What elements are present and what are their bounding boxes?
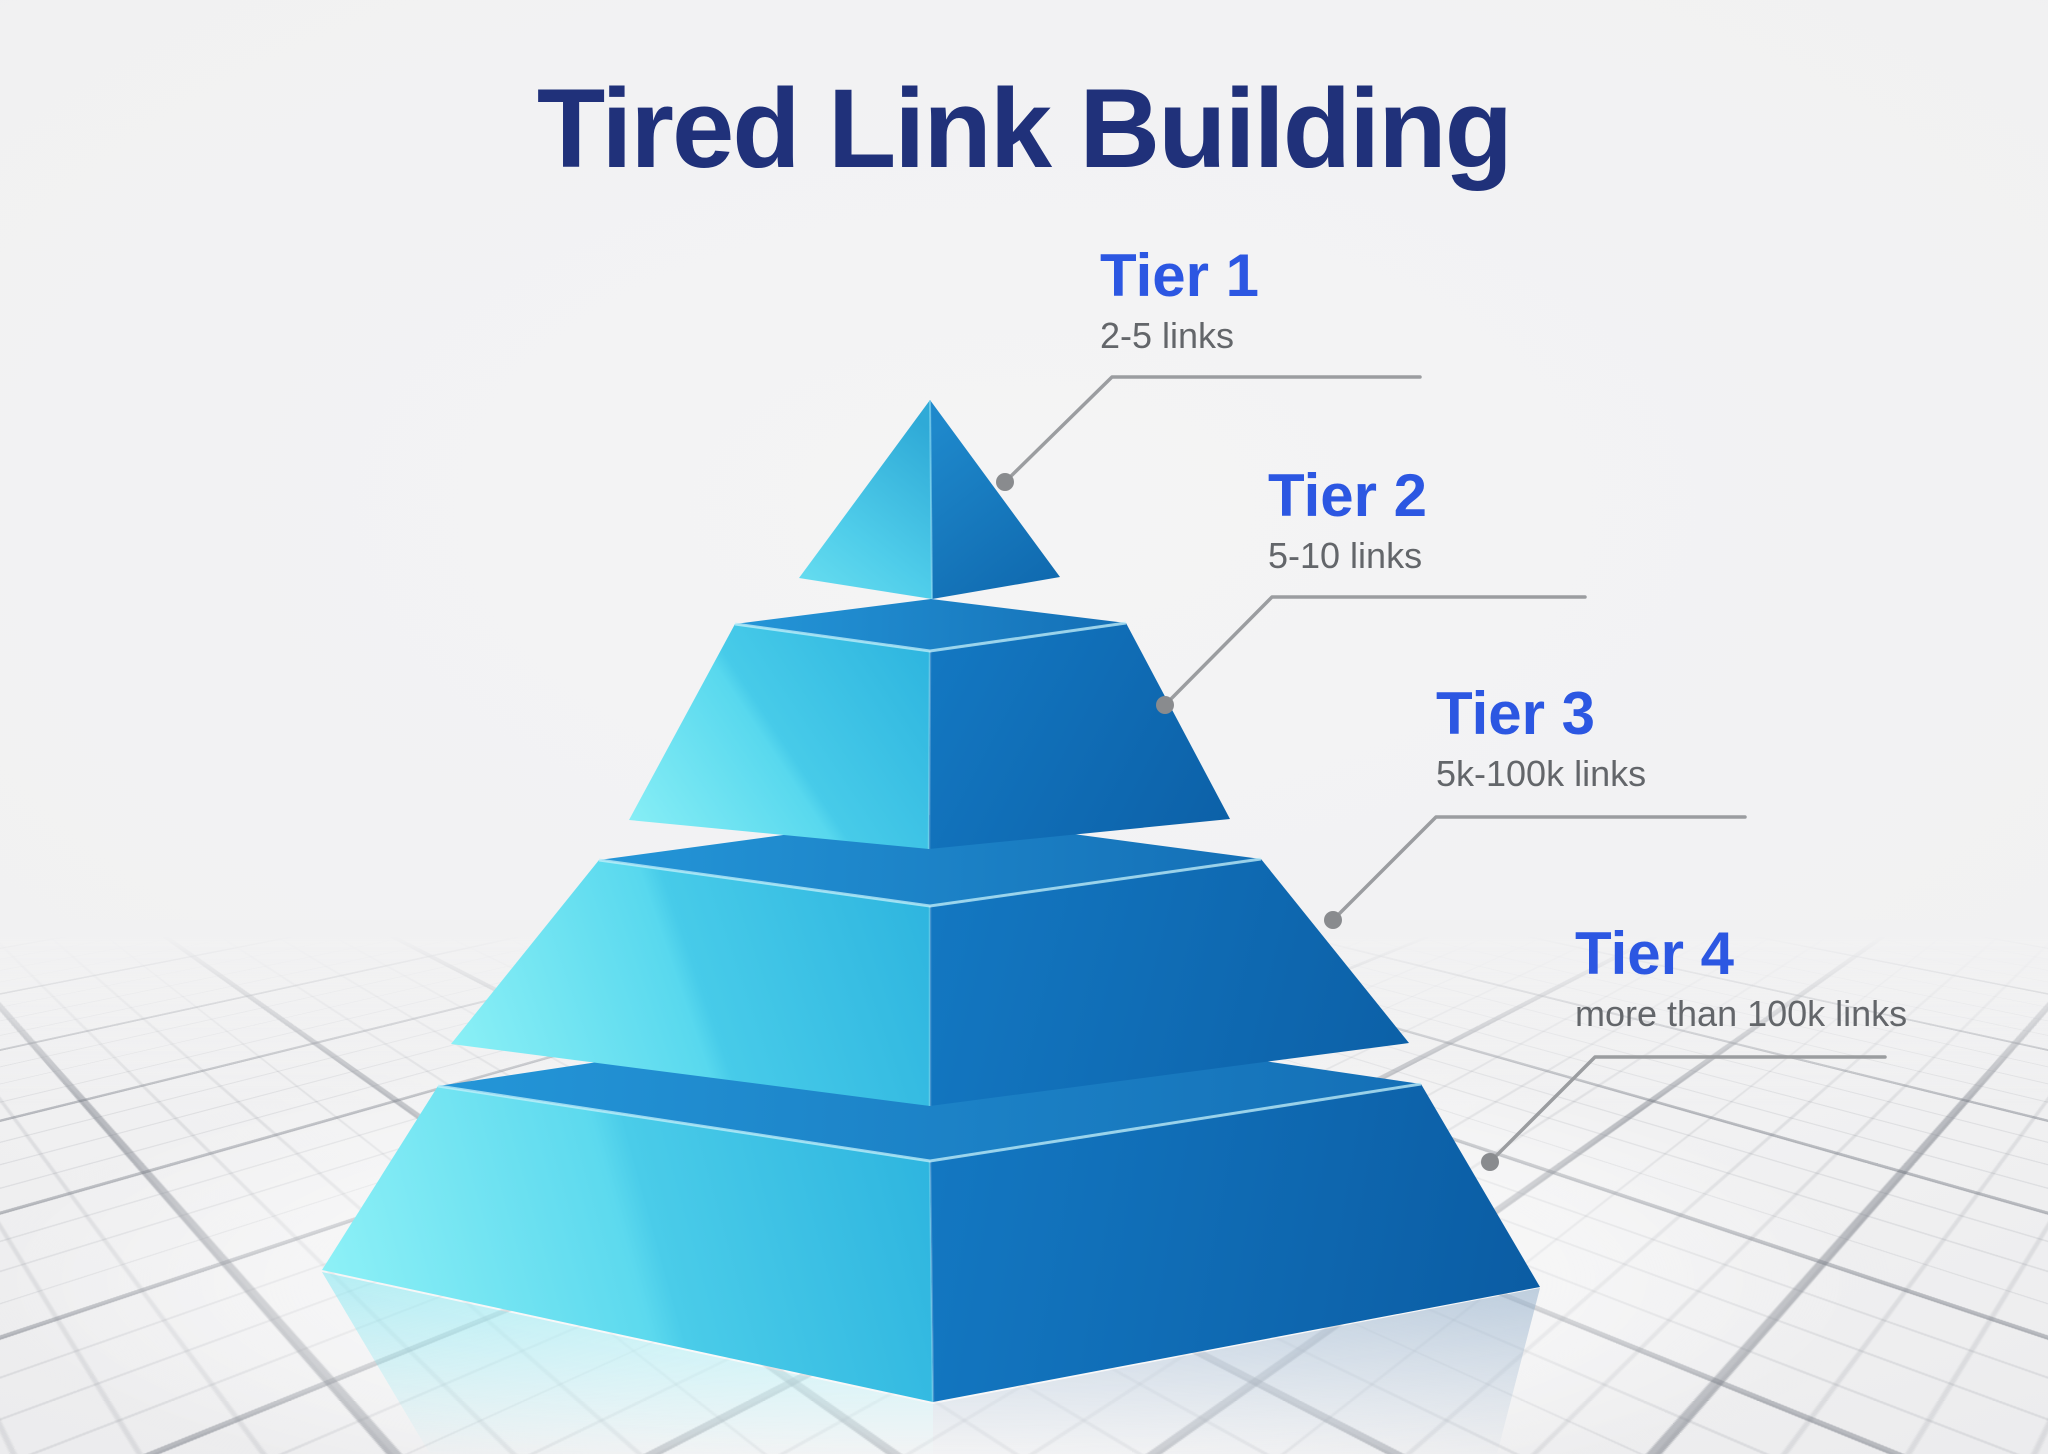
pyramid-reflection-right (933, 1288, 1540, 1454)
tier-2-links: 5-10 links (1268, 535, 1423, 576)
tier-3-connector-line (1331, 815, 1747, 922)
tier-2-shape (629, 599, 1230, 850)
tier-3-left-face (451, 860, 930, 1106)
tier-4-connector (1481, 1055, 1887, 1171)
tier-4-connector-dot (1481, 1153, 1499, 1171)
tier-4-left-face (322, 1086, 933, 1402)
tier-2-left-face (629, 624, 930, 849)
tier-4-label-group: Tier 4 more than 100k links (1575, 921, 1907, 1035)
tier-1-left-face (799, 400, 932, 599)
tier-3-links: 5k-100k links (1436, 753, 1647, 794)
tier-1-right-face (930, 400, 1060, 599)
tier-4-shape (322, 1012, 1540, 1403)
tier-3-label-group: Tier 3 5k-100k links (1436, 681, 1646, 795)
tier-2-name: Tier 2 (1268, 462, 1427, 529)
tier-2-label-group: Tier 2 5-10 links (1268, 463, 1427, 577)
tier-1-name: Tier 1 (1100, 242, 1259, 309)
tier-1-connector (996, 375, 1422, 491)
page-title: Tired Link Building (536, 66, 1513, 191)
tier-2-connector-dot (1156, 696, 1174, 714)
tier-1-shape (799, 399, 1060, 600)
tier-4-connector-line (1488, 1055, 1887, 1164)
pyramid-reflection-left (322, 1272, 933, 1454)
tier-3-connector (1324, 815, 1747, 929)
tier-4-name: Tier 4 (1575, 920, 1734, 987)
tier-3-top-face (599, 815, 1261, 906)
tier-2-top-face (735, 599, 1126, 651)
tier-1-label-group: Tier 1 2-5 links (1100, 243, 1259, 357)
tier-2-right-face (929, 623, 1230, 849)
tier-1-connector-dot (996, 473, 1014, 491)
tier-3-shape (451, 815, 1409, 1106)
tier-3-right-face (930, 859, 1409, 1106)
tier-3-name: Tier 3 (1436, 680, 1595, 747)
tier-4-links: more than 100k links (1575, 993, 1908, 1034)
tier-1-links: 2-5 links (1100, 315, 1235, 356)
tier-2-connector (1156, 595, 1587, 714)
tier-4-right-face (930, 1084, 1540, 1402)
tier-2-connector-line (1163, 595, 1587, 707)
tier-1-connector-line (1003, 375, 1422, 484)
tier-3-connector-dot (1324, 911, 1342, 929)
